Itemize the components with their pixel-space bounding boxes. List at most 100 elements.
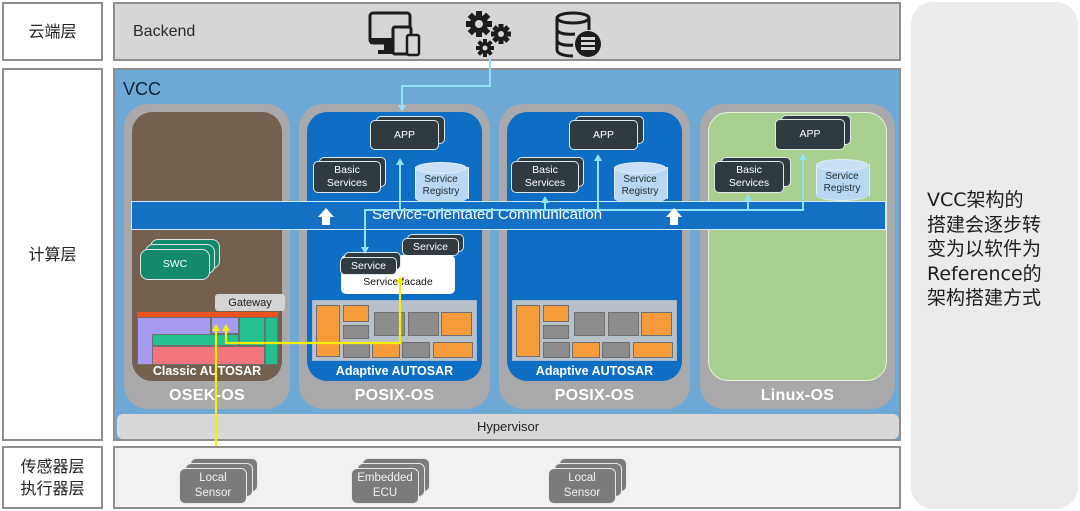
gateway-label: Gateway bbox=[228, 296, 272, 309]
security bbox=[408, 312, 439, 336]
basic-services-label-line2: Services bbox=[728, 177, 770, 189]
io-abstraction bbox=[239, 317, 265, 346]
service-registry-line1: Service bbox=[825, 171, 859, 182]
device-label-line2: ECU bbox=[372, 487, 398, 499]
basic-services-label-line1: Basic bbox=[532, 164, 558, 176]
osek-os-column: SWC Gateway Classic AUTOSAR OSEK-OS bbox=[124, 104, 290, 409]
arrow-head-bs4 bbox=[744, 194, 752, 201]
persistency bbox=[343, 325, 369, 339]
adaptive-autosar-layers-2 bbox=[512, 300, 677, 361]
basic-services-label-line2: Services bbox=[524, 177, 566, 189]
persistency bbox=[543, 325, 569, 339]
yellow-gateway-to-facade bbox=[224, 280, 402, 345]
basic-services-box: Basic Services bbox=[714, 161, 784, 193]
backend-title: Backend bbox=[133, 23, 196, 40]
yellow-arrow-head-1 bbox=[212, 324, 220, 331]
os-block bbox=[316, 305, 340, 357]
device-label-line2: Sensor bbox=[563, 487, 601, 499]
service-a-label: Service bbox=[350, 259, 386, 272]
device-label-line2: Sensor bbox=[194, 487, 232, 499]
app-box: APP bbox=[569, 120, 638, 150]
arrow-head-app2 bbox=[594, 154, 602, 161]
posix-os-label-1: POSIX-OS bbox=[354, 387, 435, 404]
layer-label-sensor-actuator: 传感器层 执行器层 bbox=[2, 446, 103, 509]
os-block bbox=[516, 305, 540, 357]
up-arrow-icon-left bbox=[318, 208, 334, 225]
side-note-line: 架构搭建方式 bbox=[927, 287, 1042, 309]
exec-mgmt bbox=[543, 305, 569, 322]
exec-mgmt bbox=[343, 305, 369, 322]
backend-panel: Backend bbox=[113, 2, 901, 61]
yellow-arrow-head-3 bbox=[396, 276, 404, 283]
layer-label-compute: 计算层 bbox=[2, 68, 103, 441]
service-registry-line2: Registry bbox=[422, 186, 460, 197]
swc-label: SWC bbox=[162, 258, 188, 270]
yellow-arrow-head-2 bbox=[222, 324, 230, 331]
device-box: Embedded ECU bbox=[351, 468, 419, 504]
device-label-line1: Embedded bbox=[357, 472, 413, 484]
side-note-panel: VCC架构的 搭建会逐步转 变为以软件为 Reference的 架构搭建方式 bbox=[911, 2, 1078, 509]
side-note-text: VCC架构的 搭建会逐步转 变为以软件为 Reference的 架构搭建方式 bbox=[927, 188, 1077, 311]
classic-autosar-layers bbox=[137, 312, 278, 365]
diagnostics bbox=[641, 312, 672, 336]
service-registry-line2: Registry bbox=[823, 183, 861, 194]
app-label: APP bbox=[393, 128, 415, 141]
up-arrow-icon-right bbox=[666, 208, 682, 225]
security bbox=[608, 312, 639, 336]
backend-to-app-connector bbox=[401, 58, 491, 108]
adaptive-autosar-layers-1 bbox=[312, 300, 477, 361]
basic-services-box: Basic Services bbox=[511, 161, 579, 193]
rte-row bbox=[137, 312, 278, 317]
service-registry-line1: Service bbox=[424, 174, 458, 185]
diagnostics bbox=[441, 312, 472, 336]
adaptive-autosar-label-2: Adaptive AUTOSAR bbox=[535, 364, 654, 378]
device-label-line1: Local bbox=[199, 472, 227, 484]
layer-label-cloud: 云端层 bbox=[2, 2, 103, 61]
sw-config bbox=[574, 312, 605, 336]
layer-label-cloud-text: 云端层 bbox=[28, 21, 77, 41]
app-box: APP bbox=[775, 119, 845, 150]
arrow-head-bs2 bbox=[541, 196, 549, 203]
ecu-abstraction bbox=[152, 334, 239, 346]
arrow-head-app1-up bbox=[396, 158, 404, 165]
app-box: APP bbox=[370, 120, 439, 150]
side-note-line: Reference的 bbox=[927, 262, 1042, 285]
basic-services-label-line2: Services bbox=[326, 177, 368, 189]
gears-icon bbox=[466, 11, 511, 57]
basic-services-box: Basic Services bbox=[313, 161, 381, 193]
database-list-icon bbox=[555, 11, 601, 58]
service-b-label: Service bbox=[412, 240, 448, 253]
device-label-line1: Local bbox=[568, 472, 596, 484]
basic-services-label-line1: Basic bbox=[736, 164, 762, 176]
arrow-head-app4 bbox=[799, 153, 807, 160]
layer-label-sensor-text: 传感器层 bbox=[20, 456, 85, 476]
service-registry-line1: Service bbox=[623, 174, 657, 185]
logging bbox=[572, 342, 600, 358]
gateway-box: Gateway bbox=[215, 294, 285, 311]
communication-mgmt bbox=[433, 342, 473, 358]
side-note-line: 搭建会逐步转 bbox=[927, 213, 1042, 236]
hw-accel bbox=[602, 342, 630, 358]
service-a-box: Service bbox=[340, 257, 397, 275]
basic-services-label-line1: Basic bbox=[334, 164, 360, 176]
layer-label-actuator-text: 执行器层 bbox=[20, 478, 85, 498]
side-note-line: VCC架构的 bbox=[927, 189, 1024, 211]
arrow-head-app1 bbox=[398, 105, 406, 112]
posix-os-label-2: POSIX-OS bbox=[554, 387, 635, 404]
classic-autosar-panel: SWC Gateway Classic AUTOSAR bbox=[132, 112, 285, 381]
device-box: Local Sensor bbox=[548, 468, 616, 504]
arrow-head-facade bbox=[361, 247, 369, 254]
hw-accel bbox=[402, 342, 430, 358]
hypervisor-label: Hypervisor bbox=[476, 419, 540, 434]
platform-health bbox=[543, 342, 570, 358]
hypervisor-bar: Hypervisor bbox=[117, 414, 899, 439]
device-box: Local Sensor bbox=[179, 468, 247, 504]
devices-icon bbox=[368, 11, 421, 57]
layer-label-compute-text: 计算层 bbox=[28, 244, 77, 264]
